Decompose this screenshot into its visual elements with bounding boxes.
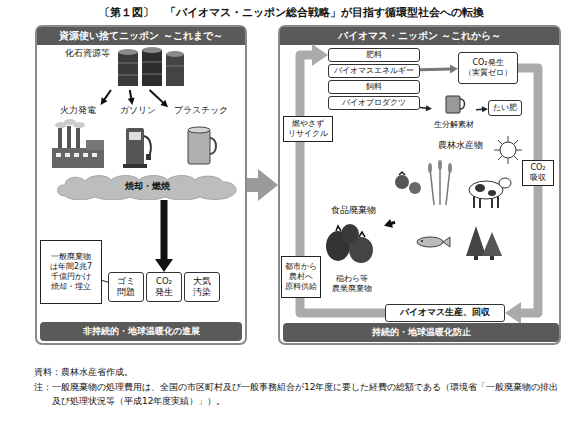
product-box: バイオマスエネルギー (328, 64, 420, 78)
item-label: 農林水産物 (438, 140, 483, 151)
band-label: 非持続的・地球温暖化の進展 (83, 326, 200, 337)
connector-line (300, 55, 385, 313)
arrow-head (426, 105, 432, 111)
problem-box: 大気 汚染 (184, 272, 220, 302)
item-group: 火力発電 (48, 105, 108, 171)
connector-arrow (150, 90, 168, 107)
connector-arrow (101, 90, 111, 105)
arrow-head (155, 259, 173, 272)
callout-text: 燃やさず リサイクル (284, 119, 332, 139)
box-label: 肥料 (366, 50, 382, 60)
connector-line (420, 67, 452, 71)
connector-arrow (420, 105, 432, 111)
connector-arrow (247, 169, 278, 201)
connector-line (247, 178, 262, 192)
connector-line (102, 280, 108, 282)
resource-group: 化石資源等 (62, 46, 190, 90)
figure-title: 〔第１図〕 「バイオマス・ニッポン総合戦略」が目指す循環型社会への転換 (0, 5, 583, 21)
arrow-head (505, 302, 521, 324)
compost-box: たい肥 (488, 100, 522, 116)
item-label: 生分解素材 (434, 120, 474, 130)
item-group: ガソリン (112, 105, 164, 171)
item-group: 稲わら等 農業廃棄物 (322, 270, 382, 298)
arrow-head (482, 106, 488, 112)
callout-box: 一般廃棄物 は年間2兆7 千億円かけ 焼却・埋立 (40, 240, 102, 304)
box-label: ゴミ 問題 (109, 276, 143, 297)
product-box: 飼料 (328, 80, 420, 94)
callout-box: CO₂ 吸収 (522, 160, 554, 186)
connector-arrow (476, 106, 488, 112)
connector-arrow (155, 200, 173, 272)
panel: バイオマス・ニッポン ～これから～ 肥料バイオマスエネルギー飼料バイオプロダクツ C… (278, 25, 561, 345)
product-box: バイオプロダクツ (328, 96, 420, 110)
arrow-head (384, 219, 393, 228)
problem-box: ゴミ 問題 (108, 272, 144, 302)
box-label: CO₂発生 （実質ゼロ） (459, 58, 517, 78)
item-label: 食品廃棄物 (331, 205, 376, 216)
box-label: 大気 汚染 (185, 276, 219, 297)
arrow-head (160, 100, 168, 107)
source-note: 資料：農林水産省作成。 (34, 366, 133, 380)
item-label: プラスチック (174, 105, 228, 116)
item-label: ガソリン (120, 105, 156, 116)
callout-text: CO₂ 吸収 (523, 163, 553, 183)
callout-box: 都市から 農村へ 原料供給 (281, 256, 321, 298)
item-label: 化石資源等 (65, 48, 110, 59)
panel: 資源使い捨てニッポン ～これまで～ 化石資源等火力発電 ガソリン プラスチック焼却・燃… (35, 25, 247, 345)
connector-arrow (505, 68, 538, 324)
box-label: バイオマスエネルギー (334, 66, 414, 76)
arrow-head (450, 65, 458, 74)
arrow-head (128, 98, 135, 105)
connector-line (104, 90, 111, 100)
panel-header: バイオマス・ニッポン ～これから～ (280, 27, 559, 45)
band-label: 持続的・地球温暖化防止 (372, 327, 471, 338)
arrow-head (312, 44, 328, 66)
smoke-cloud: 焼却・燃焼 (55, 174, 240, 200)
item-group: 生分解素材 (432, 92, 476, 130)
product-box: 肥料 (328, 48, 420, 62)
connector-line (420, 107, 427, 109)
box-label: CO₂ 発生 (147, 276, 181, 297)
connector-line (161, 200, 168, 262)
cloud-outline (58, 176, 237, 201)
item-group: 農林水産物 (395, 140, 525, 262)
problem-box: CO₂ 発生 (146, 272, 182, 302)
connector-arrow (102, 280, 108, 282)
connector-line (130, 90, 132, 99)
box-label: たい肥 (493, 103, 517, 113)
connector-arrow (300, 44, 385, 313)
result-band: 持続的・地球温暖化防止 (283, 323, 559, 342)
box-label: バイオプロダクツ (342, 98, 406, 108)
connector-line (150, 90, 164, 103)
process-box: バイオマス生産、回収 (385, 304, 505, 322)
box-label: 飼料 (366, 82, 382, 92)
connector-line (390, 222, 395, 224)
arrow-head (258, 169, 278, 201)
item-label: 稲わら等 農業廃棄物 (322, 274, 382, 294)
result-band: 非持続的・地球温暖化の進展 (40, 322, 242, 341)
arrow-head (101, 97, 108, 105)
emission-box: CO₂発生 （実質ゼロ） (458, 52, 518, 84)
box-label: バイオマス生産、回収 (400, 307, 490, 318)
connector-arrow (128, 90, 135, 105)
connector-line (518, 68, 538, 313)
connector-line (476, 109, 483, 111)
connector-arrow (420, 65, 458, 74)
cloud-label: 焼却・燃焼 (125, 181, 170, 192)
footnote: 注：一般廃棄物の処理費用は、全国の市区町村及び一般事務組合が12年度に要した経費… (34, 381, 564, 408)
item-label: 火力発電 (60, 105, 96, 116)
callout-text: 都市から 農村へ 原料供給 (282, 262, 320, 292)
callout-box: 燃やさず リサイクル (283, 116, 333, 142)
item-group: 食品廃棄物 (322, 205, 384, 267)
item-group: プラスチック (168, 105, 234, 171)
panel-header: 資源使い捨てニッポン ～これまで～ (37, 27, 245, 45)
connector-arrow (384, 219, 395, 228)
callout-text: 一般廃棄物 は年間2兆7 千億円かけ 焼却・埋立 (41, 252, 101, 292)
